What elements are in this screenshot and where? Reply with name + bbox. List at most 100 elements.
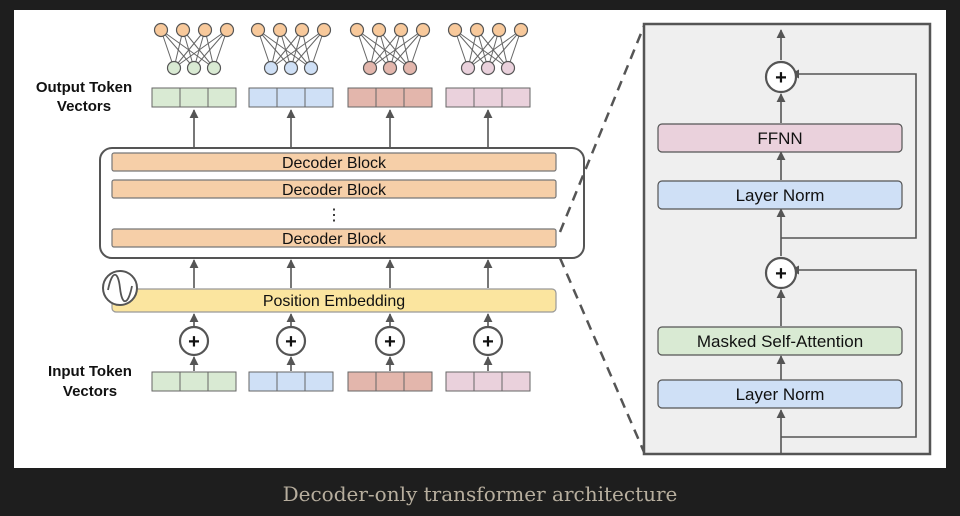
residual-connection-upper — [781, 69, 917, 239]
input-token-cell — [207, 371, 237, 392]
output-token-cell — [501, 87, 531, 108]
network-edge — [369, 29, 424, 69]
layer-norm-bottom-label: Layer Norm — [736, 385, 825, 404]
input-token-cell — [403, 371, 433, 392]
network-edge — [257, 29, 292, 69]
add-icon — [374, 325, 406, 357]
position-embedding-label: Position Embedding — [263, 293, 405, 310]
residual-connection-lower — [781, 265, 917, 438]
layer-norm-top-label: Layer Norm — [736, 186, 825, 205]
masked-self-attention-box — [657, 326, 903, 356]
decoder-block-1-label: Decoder Block — [282, 155, 387, 172]
network-edge — [467, 29, 522, 69]
ffnn-label: FFNN — [757, 129, 802, 148]
network-node-input — [250, 22, 266, 38]
network-node-output — [263, 60, 279, 76]
decoder-block-3 — [111, 228, 557, 248]
network-edge — [257, 29, 312, 69]
output-token-cell — [375, 87, 405, 108]
network-edge — [454, 29, 489, 69]
add-symbol: + — [482, 331, 494, 353]
token-columns: ++++ — [151, 22, 531, 392]
svg-text:+: + — [775, 263, 787, 285]
ffnn-box — [657, 123, 903, 153]
network-edge — [182, 29, 215, 69]
network-node-output — [382, 60, 398, 76]
network-edge — [290, 29, 325, 69]
network-edge — [160, 29, 215, 69]
zoom-connector-top — [558, 25, 646, 233]
network-node-input — [393, 22, 409, 38]
svg-text:+: + — [775, 67, 787, 89]
output-label-line1: Output Token — [36, 79, 132, 96]
add-icon — [178, 325, 210, 357]
network-node-input — [197, 22, 213, 38]
decoder-block-1 — [111, 152, 557, 172]
network-node-output — [303, 60, 319, 76]
network-edge — [160, 29, 195, 69]
input-label-line1: Input Token — [48, 363, 132, 380]
network-edge — [173, 29, 206, 69]
output-token-cell — [347, 87, 377, 108]
output-token-cell — [207, 87, 237, 108]
network-node-input — [371, 22, 387, 38]
input-token-cell — [151, 371, 181, 392]
network-node-output — [166, 60, 182, 76]
network-node-output — [186, 60, 202, 76]
input-token-cell — [248, 371, 278, 392]
output-token-cell — [276, 87, 306, 108]
network-node-output — [283, 60, 299, 76]
network-node-input — [175, 22, 191, 38]
network-node-input — [294, 22, 310, 38]
decoder-ellipsis: ⋮ — [326, 207, 342, 224]
input-token-cell — [445, 371, 475, 392]
network-edge — [467, 29, 500, 69]
add-icon: + — [764, 60, 798, 94]
network-node-output — [500, 60, 516, 76]
add-icon: + — [764, 256, 798, 290]
network-edge — [173, 29, 228, 69]
diagram-panel: Output Token Vectors Input Token Vectors… — [14, 10, 946, 468]
masked-self-attention-label: Masked Self-Attention — [697, 332, 863, 351]
network-node-input — [153, 22, 169, 38]
output-token-cell — [151, 87, 181, 108]
network-node-input — [219, 22, 235, 38]
output-token-cell — [445, 87, 475, 108]
network-node-input — [349, 22, 365, 38]
decoder-block-3-label: Decoder Block — [282, 231, 387, 248]
add-symbol: + — [188, 331, 200, 353]
layer-norm-top-box — [657, 180, 903, 210]
decoder-block-2-label: Decoder Block — [282, 182, 387, 199]
network-edge — [454, 29, 509, 69]
network-edge — [389, 29, 424, 69]
network-edge — [270, 29, 303, 69]
input-token-cell — [501, 371, 531, 392]
input-token-cell — [347, 371, 377, 392]
output-token-cell — [248, 87, 278, 108]
output-label-line2: Vectors — [57, 98, 111, 115]
figure-caption: Decoder-only transformer architecture — [282, 482, 678, 506]
add-symbol: + — [285, 331, 297, 353]
network-node-output — [362, 60, 378, 76]
network-node-output — [460, 60, 476, 76]
network-node-input — [447, 22, 463, 38]
input-token-cell — [179, 371, 209, 392]
network-node-input — [415, 22, 431, 38]
network-node-output — [480, 60, 496, 76]
network-node-output — [402, 60, 418, 76]
network-edge — [270, 29, 325, 69]
decoder-block-2 — [111, 179, 557, 199]
output-token-cell — [403, 87, 433, 108]
network-edge — [476, 29, 509, 69]
network-edge — [356, 29, 391, 69]
network-edge — [487, 29, 522, 69]
network-edge — [279, 29, 312, 69]
input-token-cell — [375, 371, 405, 392]
network-node-input — [272, 22, 288, 38]
network-edge — [378, 29, 411, 69]
sine-wave-icon — [102, 270, 138, 306]
network-edge — [356, 29, 411, 69]
network-edge — [193, 29, 228, 69]
add-icon — [275, 325, 307, 357]
output-token-cell — [304, 87, 334, 108]
